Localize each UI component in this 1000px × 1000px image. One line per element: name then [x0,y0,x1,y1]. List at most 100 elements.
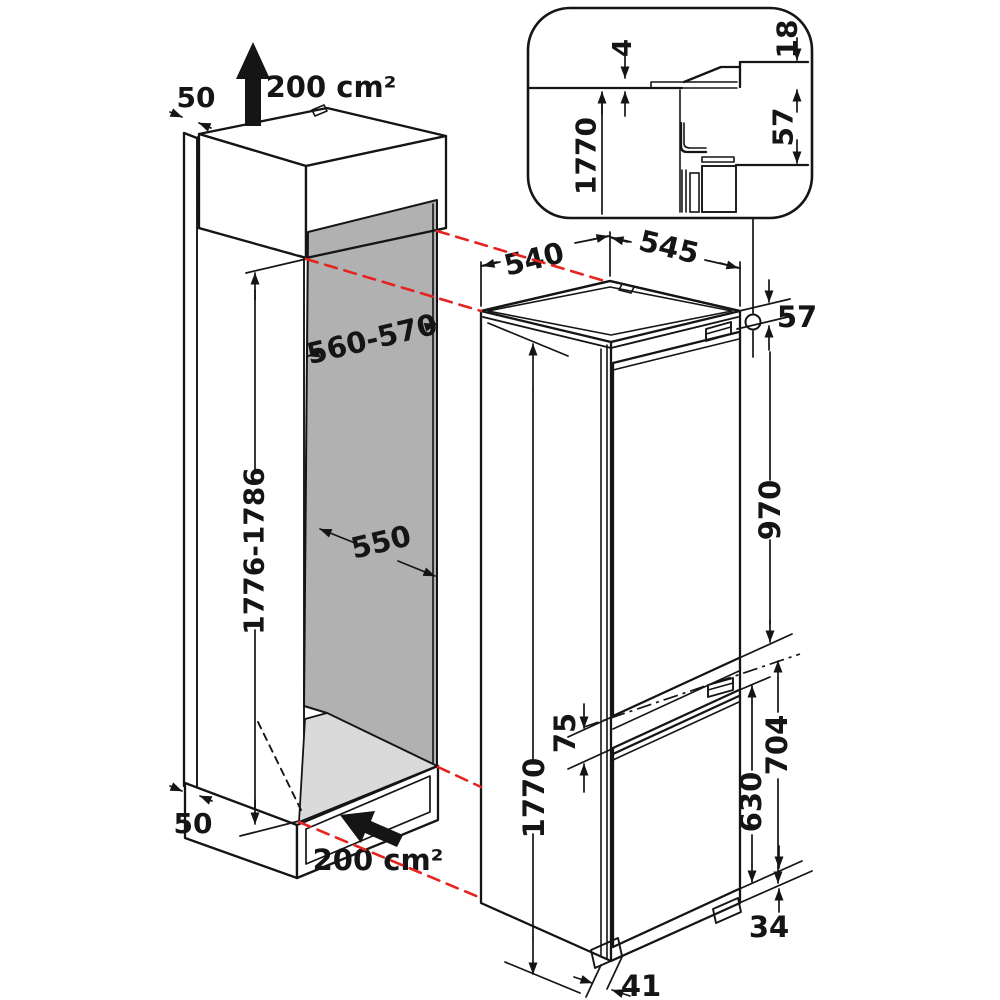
label-bottom-vent-area: 200 cm² [313,843,444,877]
plinth-hidden-edge [257,721,303,813]
upper-door-top-rim [612,338,740,371]
extension-bottom [736,860,803,891]
dim-upper-door: 970 [736,351,793,660]
arrow [169,782,183,792]
upper-door-handle-recess [705,321,732,342]
lower-door-groove-inner [612,701,740,761]
door-section-lines [681,169,687,213]
label-door-gap: 75 [548,713,582,753]
gap-mid-line [612,670,740,730]
label-lower-section: 704 [760,715,794,776]
label-top-clearance: 50 [177,81,216,114]
upper-door [611,321,741,718]
dim-base-height: 34 [749,845,789,944]
mounting-bracket [679,121,708,154]
label-top-offset: 57 [777,300,817,334]
extension-top [736,676,771,692]
label-lower-door: 630 [734,772,768,833]
extension-bottom [736,870,813,905]
extensions [585,956,623,998]
cabinet-drawing: 50 200 cm² 560-570 1776-1786 550 [169,42,448,880]
carcass-section [701,165,737,213]
arrow [169,108,183,118]
label-base-height: 34 [749,910,789,944]
lower-door [611,677,741,949]
upper-door-bottom-edge [611,656,741,718]
worktop-edge [738,60,810,89]
extension-carcass-top [734,298,791,313]
extension-door-bottom [736,633,793,660]
projection-lines [297,229,610,900]
box-bottom-edge-over-panel [304,226,448,260]
arrow [589,234,609,243]
projection-top-left [304,257,483,313]
door-panel-section [689,172,700,213]
label-inset-niche-height: 1770 [570,117,603,195]
arrow [482,258,501,268]
label-width: 545 [636,223,703,270]
door-top-plate [701,156,735,163]
label-bottom-clearance: 50 [174,807,213,840]
dim-niche-height: 1776-1786 [238,258,307,837]
dim-door-gap: 75 [548,703,615,793]
cabinet-side-wall [182,131,199,790]
airflow-up-arrow-icon [236,42,270,126]
box-hidden-edge-diagonal [197,227,305,258]
hinge-center-line [583,653,801,728]
box-vent-notch [311,104,328,117]
detail-leader [744,218,762,358]
dim-inset-worktop-overlap: 18 [771,20,804,113]
extension-bottom [239,820,300,837]
niche-back-panel [303,199,438,767]
arrow [397,560,436,577]
vent-trim-bar [650,81,738,89]
lower-door-top-edge [611,688,741,750]
label-appliance-height: 1770 [517,758,551,839]
lower-door-handle-recess [707,677,734,698]
lower-door-handle-line [707,682,734,691]
lower-door-bottom-edge [611,887,741,949]
label-inset-worktop-overlap: 18 [771,20,804,59]
arrow [611,989,631,998]
dim-top-clearance: 50 [169,81,216,132]
arrow [307,348,321,358]
label-upper-door: 970 [753,480,787,541]
wall-top-edge [182,131,199,140]
inset-detail: 4 18 57 1770 [526,6,814,220]
top-vent-notch [618,283,635,294]
extensions [480,231,611,307]
upper-door-handle-line [705,326,732,335]
label-inset-top-gap: 4 [608,39,638,57]
side-foot [712,897,742,924]
vent-trim-slope [682,65,741,84]
dim-bottom-clearance: 50 [169,782,213,840]
arrow [319,528,361,546]
dim-appliance-height: 1770 [487,322,581,994]
front-foot [590,937,623,969]
projection-bottom-left [297,820,483,900]
dim-inset-top-gap: 4 [608,39,638,117]
arrow [573,975,593,984]
label-inset-hinge-height: 57 [767,108,800,147]
airflow-in-arrow-icon [340,811,403,847]
dim-lower-door: 630 [734,676,803,891]
extension-top [245,258,307,274]
dim-top-offset: 57 [734,279,817,351]
label-foot-inset: 41 [621,969,661,1000]
arrow [423,322,437,332]
label-top-vent-area: 200 cm² [266,70,397,104]
mounting-bracket-inner [683,122,707,149]
dim-inset-hinge-height: 57 [767,108,802,164]
extension-door-top [736,315,793,330]
arrow [198,122,212,132]
label-niche-height: 1776-1786 [238,467,271,634]
appliance-drawing: 540 545 57 970 [479,218,817,1000]
top-face-rim [487,286,733,336]
extensions [567,715,615,770]
dim-foot-inset: 41 [573,956,661,1000]
lower-door-groove [611,694,741,756]
arrow [199,795,213,805]
extension-bottom [504,961,581,994]
